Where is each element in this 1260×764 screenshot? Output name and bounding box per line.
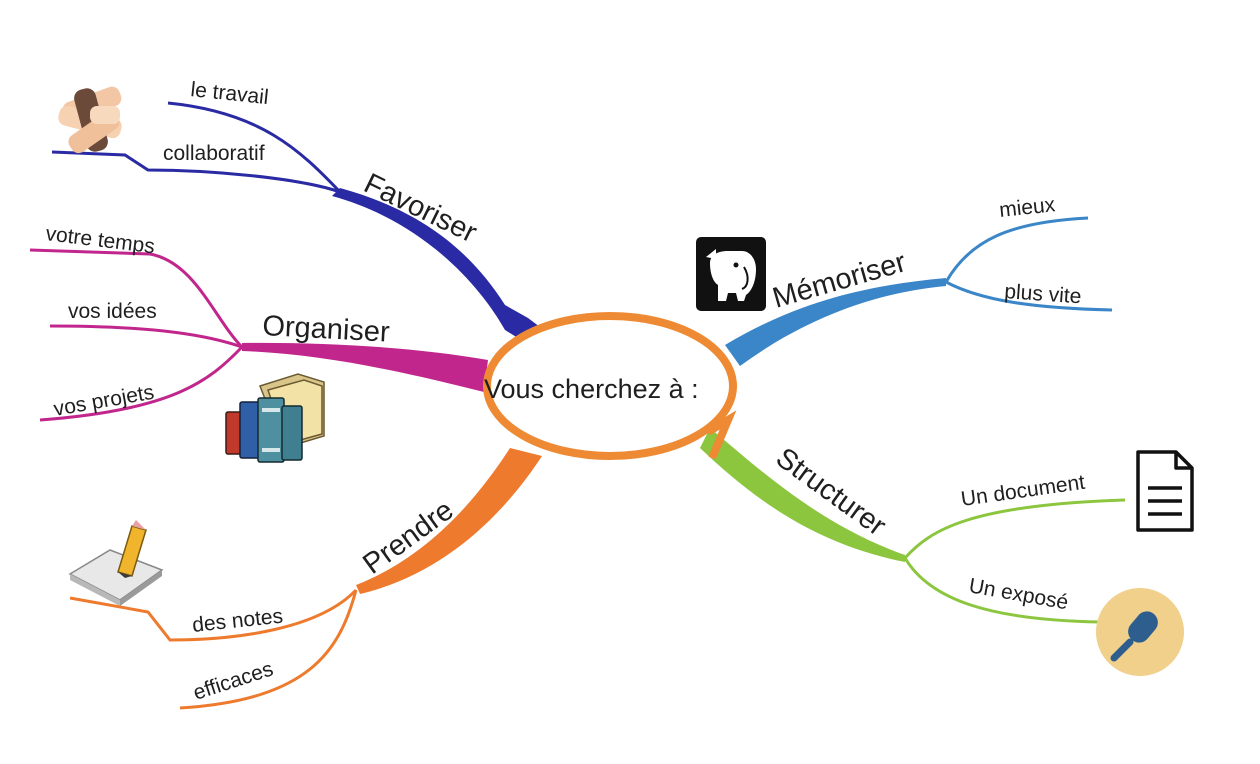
leaf-label-collaboratif: collaboratif — [163, 142, 265, 165]
branch-organiser: Organiser votre temps vos idées vos proj… — [29, 222, 488, 422]
branch-memoriser: Mémoriser mieux plus vite — [725, 193, 1113, 366]
center-ellipse-tail — [705, 410, 737, 460]
branch-structurer-trunk — [700, 428, 905, 562]
branch-structurer-stem-1 — [903, 498, 1126, 559]
center-ellipse — [483, 312, 737, 460]
branch-memoriser-trunk — [725, 278, 946, 366]
branch-prendre-stem-1 — [69, 588, 358, 642]
leaf-label-plus-vite: plus vite — [1004, 280, 1082, 308]
center-label: Vous cherchez à : — [484, 374, 699, 404]
pencil-notepad-icon — [68, 520, 164, 606]
branch-memoriser-stem-1 — [944, 216, 1089, 283]
leaf-label-le-travail: le travail — [189, 78, 269, 109]
books-folders-icon — [225, 373, 325, 463]
center-node: Vous cherchez à : — [483, 312, 737, 460]
branch-prendre-trunk — [356, 448, 542, 594]
branch-favoriser: Favoriser le travail collaboratif — [51, 78, 540, 338]
branch-memoriser-stem-2 — [945, 280, 1113, 312]
branch-favoriser-trunk — [332, 188, 540, 338]
microphone-icon — [1096, 588, 1184, 676]
collaboration-hands-icon — [58, 86, 122, 154]
leaf-label-mieux: mieux — [998, 193, 1057, 222]
branch-organiser-stem-1 — [29, 248, 244, 349]
evernote-elephant-icon — [696, 237, 766, 311]
branch-favoriser-stem — [167, 101, 342, 194]
branch-structurer: Structurer Un document Un exposé — [700, 428, 1126, 624]
branch-organiser-trunk — [242, 342, 488, 392]
branch-prendre-stem-2 — [179, 589, 358, 710]
leaf-label-vos-projets: vos projets — [52, 381, 156, 421]
leaf-label-vos-idees: vos idées — [68, 300, 157, 323]
branch-label-organiser: Organiser — [262, 310, 391, 349]
branch-favoriser-stem2 — [51, 150, 341, 194]
leaf-label-efficaces: efficaces — [190, 657, 276, 704]
branch-organiser-stem-2 — [49, 324, 243, 349]
leaf-label-un-document: Un document — [959, 471, 1086, 511]
branch-organiser-stem-3 — [39, 345, 244, 422]
document-icon — [1136, 450, 1194, 532]
leaf-label-des-notes: des notes — [191, 605, 284, 637]
branch-structurer-stem-2 — [903, 557, 1101, 624]
